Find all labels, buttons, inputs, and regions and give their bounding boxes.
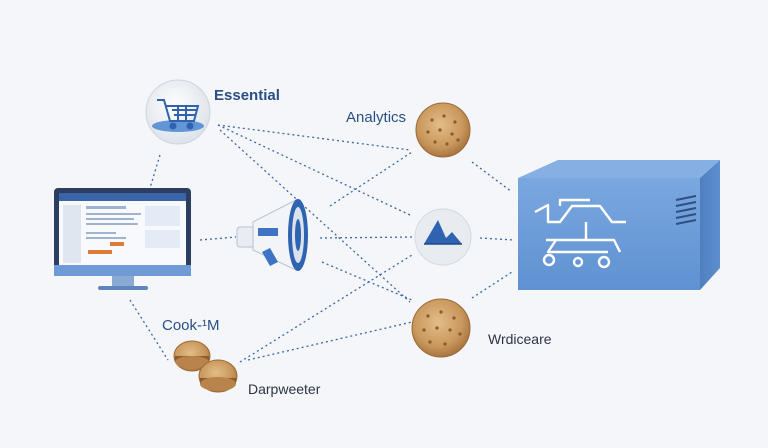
connector-lines xyxy=(129,124,515,363)
shark-fin-icon xyxy=(414,208,472,266)
connector-line xyxy=(219,129,411,303)
essential-label: Essential xyxy=(214,87,280,104)
connector-line xyxy=(217,124,411,216)
connector-line xyxy=(479,237,515,241)
server-box-icon xyxy=(518,160,720,290)
cookie-label: Cook-¹M xyxy=(162,317,220,334)
darkweeter-label: Darpweeter xyxy=(248,381,321,397)
connector-line xyxy=(199,236,237,241)
connector-line xyxy=(217,124,411,151)
desktop-monitor-icon xyxy=(54,188,191,290)
shopping-cart-icon xyxy=(157,99,200,130)
connector-line xyxy=(321,261,413,301)
widecare-label: Wrdiceare xyxy=(488,331,552,347)
connector-line xyxy=(319,236,413,239)
connector-line xyxy=(129,299,169,361)
cookie-icon xyxy=(411,298,471,358)
connector-line xyxy=(239,254,413,363)
cookie-stack-icon xyxy=(173,340,238,393)
analytics-label: Analytics xyxy=(346,109,407,126)
connector-line xyxy=(149,154,161,189)
connector-line xyxy=(471,161,513,193)
cookie-icon xyxy=(415,102,471,158)
connector-line xyxy=(247,321,413,361)
connector-line xyxy=(329,151,413,207)
megaphone-icon xyxy=(236,199,308,271)
connector-line xyxy=(471,271,513,299)
cart-outline-icon xyxy=(534,198,626,269)
essential-node xyxy=(145,79,211,145)
